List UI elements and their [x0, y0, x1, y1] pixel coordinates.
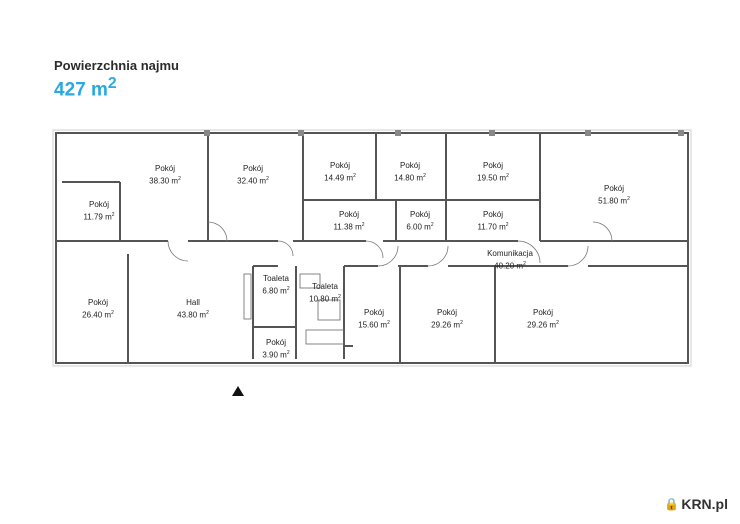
window-markers [204, 130, 684, 136]
room-name: Pokój [482, 210, 503, 219]
header-title: Powierzchnia najmu [54, 58, 179, 73]
room-area: 19.50 m2 [477, 173, 509, 183]
entrance-arrow-icon [232, 386, 244, 396]
room-name: Pokój [87, 298, 108, 307]
room-label: Pokój 38.30 m2 [149, 163, 181, 187]
logo: 🔒 KRN.pl [664, 496, 728, 512]
header-area: 427 m2 [54, 75, 117, 101]
door-arcs [167, 221, 613, 267]
toilet-fixture [299, 273, 321, 289]
toilet-fixture [305, 329, 345, 345]
room-label: Pokój 29.26 m2 [527, 307, 559, 331]
floor-plan [52, 129, 692, 367]
room-label: Toaleta 6.80 m2 [262, 273, 289, 297]
window-marker [585, 130, 591, 136]
room-area: 29.26 m2 [431, 320, 463, 330]
outer-wall [55, 132, 689, 364]
window-marker [678, 130, 684, 136]
room-label: Pokój 11.79 m2 [83, 199, 114, 223]
room-name: Komunikacja [487, 249, 533, 258]
room-label: Pokój 6.00 m2 [406, 209, 433, 233]
room-area: 15.60 m2 [358, 320, 390, 330]
room-name: Pokój [436, 308, 457, 317]
interior-walls [56, 133, 688, 363]
logo-text: KRN.pl [681, 496, 728, 512]
door-arc [427, 245, 449, 267]
door-arc [567, 245, 589, 267]
lock-icon: 🔒 [664, 497, 680, 511]
room-label: Pokój 29.26 m2 [431, 307, 463, 331]
room-area: 38.30 m2 [149, 176, 181, 186]
room-label: Pokój 14.80 m2 [394, 160, 426, 184]
room-area: 43.80 m2 [177, 310, 209, 320]
room-label: Komunikacja 40.20 m2 [487, 248, 533, 272]
room-name: Pokój [399, 161, 420, 170]
room-name: Toaleta [312, 282, 338, 291]
room-name: Pokój [532, 308, 553, 317]
room-area: 11.79 m2 [83, 212, 115, 222]
room-label: Pokój 26.40 m2 [82, 297, 114, 321]
toilet-fixture [317, 299, 341, 321]
room-name: Pokój [603, 184, 624, 193]
sink-counter [243, 273, 252, 320]
room-name: Pokój [242, 164, 263, 173]
room-area: 3.90 m2 [262, 350, 290, 360]
room-name: Pokój [88, 200, 109, 209]
room-label: Pokój 3.90 m2 [262, 337, 289, 361]
room-area: 32.40 m2 [237, 176, 269, 186]
outer-walls [55, 132, 689, 364]
door-arc [207, 221, 228, 242]
room-area: 51.80 m2 [598, 196, 630, 206]
door-arc [592, 221, 613, 242]
room-area: 6.00 m2 [406, 222, 434, 232]
room-label: Pokój 15.60 m2 [358, 307, 390, 331]
room-name: Pokój [482, 161, 503, 170]
door-arc [365, 240, 384, 259]
room-label: Pokój 32.40 m2 [237, 163, 269, 187]
window-marker [395, 130, 401, 136]
room-label: Pokój 19.50 m2 [477, 160, 509, 184]
room-area: 26.40 m2 [82, 310, 114, 320]
room-name: Toaleta [263, 274, 289, 283]
room-label: Pokój 51.80 m2 [598, 183, 630, 207]
room-area: 11.70 m2 [477, 222, 509, 232]
door-arc [167, 240, 189, 262]
room-label: Pokój 11.70 m2 [477, 209, 508, 233]
door-arc [517, 240, 541, 264]
window-marker [204, 130, 210, 136]
room-area: 40.20 m2 [494, 261, 526, 271]
window-marker [298, 130, 304, 136]
room-label: Pokój 14.49 m2 [324, 160, 356, 184]
room-name: Pokój [409, 210, 430, 219]
door-arc [377, 245, 399, 267]
room-name: Pokój [154, 164, 175, 173]
fixtures [243, 273, 345, 345]
room-area: 6.80 m2 [262, 286, 290, 296]
room-label: Toaleta 10.80 m2 [309, 281, 341, 305]
room-area: 14.80 m2 [394, 173, 426, 183]
window-marker [489, 130, 495, 136]
room-area: 10.80 m2 [309, 294, 341, 304]
door-arc [277, 240, 294, 257]
room-name: Pokój [329, 161, 350, 170]
room-area: 29.26 m2 [527, 320, 559, 330]
room-name: Hall [186, 298, 200, 307]
room-name: Pokój [265, 338, 286, 347]
glazing [52, 129, 692, 367]
header-area-sup: 2 [107, 75, 117, 92]
room-name: Pokój [338, 210, 359, 219]
room-label: Pokój 11.38 m2 [333, 209, 364, 233]
room-name: Pokój [363, 308, 384, 317]
header-area-value: 427 m [54, 79, 108, 101]
room-area: 14.49 m2 [324, 173, 356, 183]
room-label: Hall 43.80 m2 [177, 297, 209, 321]
room-area: 11.38 m2 [333, 222, 365, 232]
glazing-line [52, 129, 692, 367]
